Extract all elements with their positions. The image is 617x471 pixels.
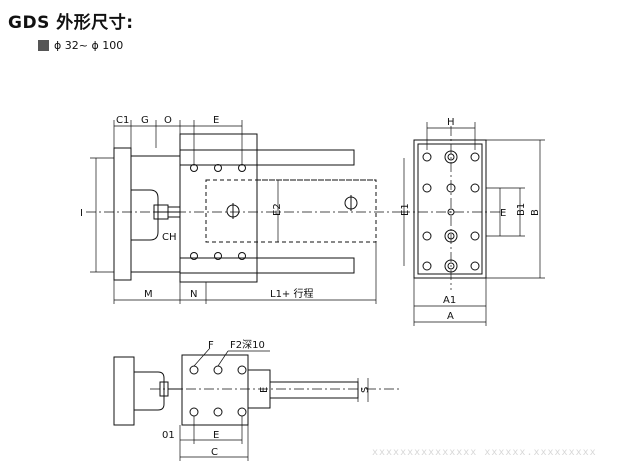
dim-E-bottom: E (259, 387, 270, 393)
dim-E1: E1 (400, 203, 411, 216)
piston-rod (269, 381, 359, 399)
dim-E2: E2 (272, 203, 283, 216)
dim-CH: CH (162, 232, 177, 243)
dim-O1: 01 (162, 430, 175, 441)
page-title: GDS 外形尺寸: (8, 13, 134, 33)
dim-B: B (530, 209, 541, 216)
size-range-label: ϕ 32~ ϕ 100 (54, 39, 124, 52)
dim-I: I (80, 208, 83, 219)
dim-N: N (190, 289, 197, 300)
bottom-end-plate (113, 356, 135, 426)
end-plate (113, 147, 132, 281)
watermark: xxxxxxxxxxxxxxx xxxxxx.xxxxxxxxx (372, 447, 597, 458)
front-view (86, 120, 400, 304)
cylinder-body (131, 155, 181, 273)
guide-rod-bottom (179, 257, 355, 274)
top-view (113, 347, 400, 461)
side-body (413, 139, 487, 279)
dim-C: C (211, 447, 218, 458)
dim-C1: C1 (116, 115, 129, 126)
dim-H: H (447, 117, 455, 128)
dim-F2: F2深10 (230, 339, 265, 351)
dim-O: O (164, 115, 172, 126)
dim-A1: A1 (443, 295, 456, 306)
dim-A: A (447, 311, 454, 322)
size-range: ϕ 32~ ϕ 100 (38, 39, 123, 52)
rear-mount (131, 189, 159, 241)
dim-B1: B1 (516, 203, 527, 216)
guide-rod-top (179, 149, 355, 166)
dim-E-top: E (213, 115, 219, 126)
dim-E-side: E (500, 208, 506, 219)
dim-S: S (360, 387, 371, 393)
dim-L1: L1+ 行程 (270, 287, 314, 300)
dim-G: G (141, 115, 149, 126)
bullet-square-icon (38, 40, 49, 51)
piston-hidden-line (205, 179, 377, 243)
dim-M: M (144, 289, 153, 300)
dim-F: F (208, 340, 214, 351)
dim-E-bottom-width: E (213, 430, 219, 441)
side-view (400, 122, 545, 326)
